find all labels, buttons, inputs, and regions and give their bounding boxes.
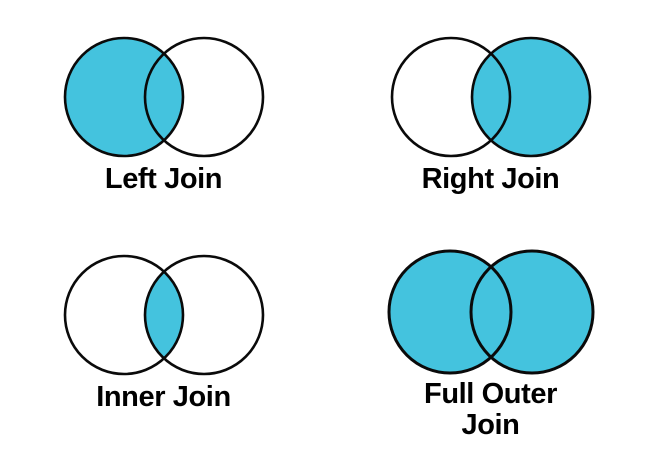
right-circle-outline <box>143 254 264 376</box>
venn-inner-join-icon <box>63 254 264 376</box>
diagram-caption-left-join: Left Join <box>104 163 223 195</box>
diagram-cell-full-outer-join[interactable]: Full Outer Join <box>327 237 654 474</box>
left-circle-outline <box>387 249 512 375</box>
venn-full-outer-join-icon <box>387 249 594 375</box>
left-circle-outline <box>63 254 184 376</box>
venn-left-join-icon <box>63 36 264 158</box>
diagram-cell-right-join[interactable]: Right Join <box>327 0 654 237</box>
diagram-caption-inner-join: Inner Join <box>96 381 231 413</box>
right-circle-outline <box>143 36 264 158</box>
left-circle-outline <box>390 36 511 158</box>
venn-right-join-icon <box>390 36 591 158</box>
right-circle-outline <box>470 36 591 158</box>
right-circle-outline <box>469 249 594 375</box>
diagram-caption-full-outer-join: Full Outer Join <box>424 378 557 441</box>
diagram-cell-left-join[interactable]: Left Join <box>0 0 327 237</box>
diagram-caption-right-join: Right Join <box>421 163 560 195</box>
diagram-cell-inner-join[interactable]: Inner Join <box>0 237 327 474</box>
left-circle-outline <box>63 36 184 158</box>
